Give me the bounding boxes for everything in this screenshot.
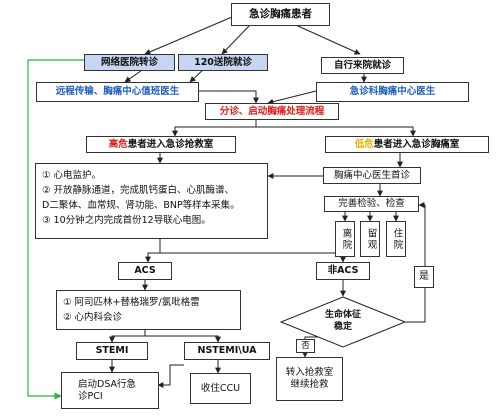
dsa-text: 启动DSA行急诊PCI [78, 378, 137, 402]
edge-title-ambulance [221, 24, 251, 55]
vitals-stable-text: 生命体征稳定 [325, 310, 362, 332]
node-stemi: STEMI [76, 342, 148, 360]
node-non-acs: 非ACS [316, 262, 370, 280]
edge-label-yes: 是 [414, 266, 434, 288]
low-risk-label: 低危 [354, 138, 374, 150]
node-ambulance: 120送院就诊 [178, 54, 268, 71]
edge-triage-high [172, 119, 257, 137]
node-emergency-doctor: 急诊科胸痛中心医生 [316, 82, 469, 102]
node-low-risk: 低危患者进入急诊胸痛室 [325, 136, 489, 153]
rescue-step-4: ③ 10分钟之内完成首份12导联心电图。 [42, 214, 211, 226]
node-acs-steps: ① 阿司匹林+替格瑞罗/氯吡格雷 ② 心内科会诊 [56, 290, 241, 330]
edge-label-no: 否 [296, 339, 315, 353]
edge-steps-nstemi [145, 335, 221, 343]
vitals-stable-diamond [279, 296, 407, 348]
node-referral: 网络医院转诊 [84, 54, 175, 71]
node-observe: 留观 [360, 221, 380, 257]
node-first-visit: 胸痛中心医生首诊 [323, 167, 421, 184]
node-transfer: 转入抢救室继续抢救 [276, 357, 343, 401]
edge-rescue-nonacs [160, 252, 346, 263]
node-self-visit: 自行来院就诊 [321, 57, 404, 74]
edge-triage-low [256, 126, 416, 137]
node-ccu: 收住CCU [190, 373, 251, 404]
edge-nstemi-dsa [157, 364, 184, 388]
vitals-stable-label: 生命体征稳定 [313, 309, 373, 335]
node-discharge: 离院 [335, 221, 355, 257]
node-high-risk: 高危患者进入急诊抢救室 [86, 136, 236, 153]
node-acs: ACS [118, 262, 172, 280]
high-risk-label: 高危 [108, 138, 128, 150]
node-complete-exam: 完善检验、检查 [324, 196, 419, 212]
edge-title-referral [144, 16, 233, 55]
rescue-step-2: ② 开放静脉通道，完成肌钙蛋白、心肌酶谱、 [42, 184, 235, 196]
rescue-step-3: D二聚体、血常规、肾功能、BNP等样本采集。 [42, 199, 240, 211]
edge-remote-triage [198, 90, 259, 104]
high-risk-text: 患者进入急诊抢救室 [127, 138, 214, 150]
edge-emergency-triage [267, 90, 317, 105]
observe-label: 留观 [365, 227, 377, 251]
node-triage: 分诊、启动胸痛处理流程 [205, 103, 339, 120]
node-dsa: 启动DSA行急诊PCI [61, 372, 159, 409]
transfer-text: 转入抢救室继续抢救 [285, 367, 334, 390]
edge-diamond-yes [405, 202, 426, 323]
edge-steps-stemi [109, 329, 146, 343]
rescue-step-1: ① 心电监护。 [42, 170, 102, 181]
edge-referral-dsa-green [27, 59, 84, 400]
acs-step-2: ② 心内科会诊 [63, 311, 123, 323]
admit-label: 住院 [391, 227, 403, 251]
discharge-label: 离院 [340, 227, 352, 251]
edge-rescue-acs [145, 238, 161, 263]
node-admit: 住院 [386, 221, 406, 257]
node-nstemi: NSTEMI\UA [184, 342, 270, 360]
node-remote: 远程传输、胸痛中心值班医生 [36, 82, 199, 102]
node-title: 急诊胸痛患者 [231, 3, 330, 26]
node-rescue-steps: ① 心电监护。 ② 开放静脉通道，完成肌钙蛋白、心肌酶谱、 D二聚体、血常规、肾… [35, 163, 268, 239]
acs-step-1: ① 阿司匹林+替格瑞罗/氯吡格雷 [63, 297, 200, 308]
low-risk-text: 患者进入急诊胸痛室 [373, 138, 460, 150]
